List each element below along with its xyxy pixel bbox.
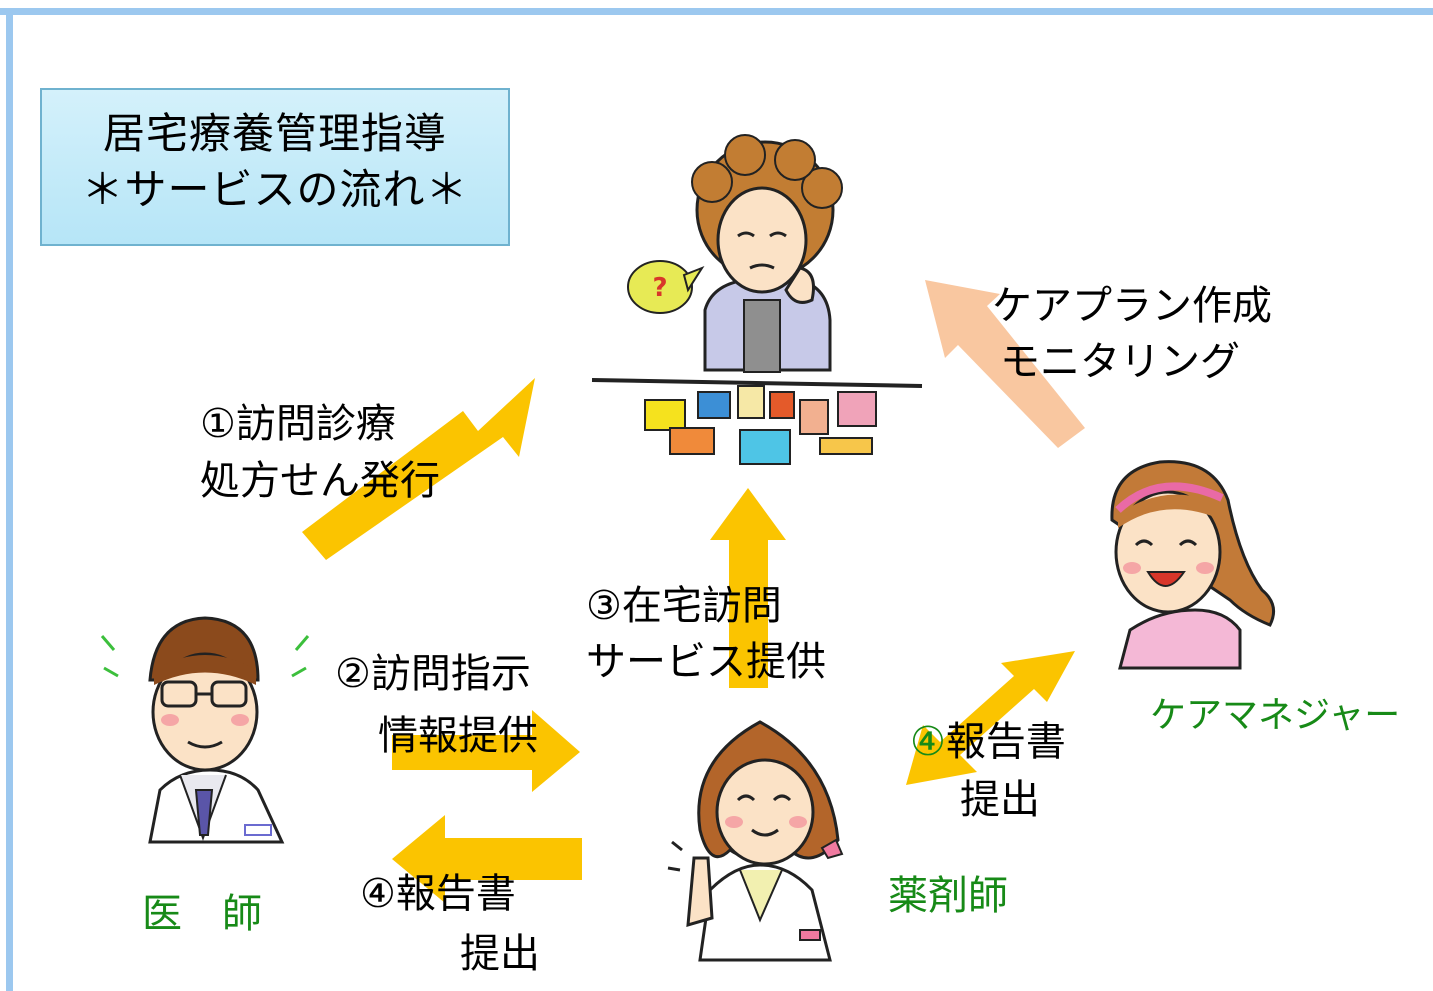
step4-caremanager-text: 報告書 bbox=[945, 719, 1066, 765]
doctor-illustration bbox=[100, 616, 310, 844]
step4-doctor-label-line2: 提出 bbox=[460, 931, 540, 977]
step3-label-line1: ③在宅訪問 bbox=[586, 583, 782, 629]
title-line2: ＊サービスの流れ＊ bbox=[81, 165, 469, 214]
step1-label-line2: 処方せん発行 bbox=[200, 458, 440, 504]
frame-left-border bbox=[6, 8, 13, 991]
patient-face bbox=[716, 186, 808, 294]
step2-label-line1: ②訪問指示 bbox=[335, 651, 531, 697]
arrow-careplan bbox=[925, 280, 1085, 448]
question-mark: ? bbox=[652, 273, 667, 303]
frame-top-border bbox=[0, 8, 1433, 15]
pharmacist-illustration bbox=[667, 720, 844, 962]
step4-caremanager-label-line2: 提出 bbox=[960, 777, 1040, 823]
title-line1: 居宅療養管理指導 bbox=[102, 109, 447, 158]
arrow-step3 bbox=[710, 488, 786, 688]
arrow-step4-doctor bbox=[392, 815, 582, 903]
step4-doctor-label-line1: ④報告書 bbox=[360, 871, 516, 917]
step1-label-line1: ①訪問診療 bbox=[200, 401, 396, 447]
role-pharmacist: 薬剤師 bbox=[888, 873, 1008, 919]
careplan-label-line1: ケアプラン作成 bbox=[992, 283, 1272, 329]
table-line bbox=[591, 378, 923, 388]
careplan-label-line2: モニタリング bbox=[1000, 339, 1240, 385]
patient-illustration bbox=[691, 134, 843, 373]
question-bubble bbox=[627, 260, 705, 314]
arrow-step1 bbox=[302, 378, 535, 560]
role-caremanager: ケアマネジャー bbox=[1150, 695, 1401, 736]
role-doctor: 医 師 bbox=[142, 891, 262, 937]
step4-caremanager-number: ④ bbox=[910, 719, 946, 765]
caremanager-illustration bbox=[1110, 460, 1276, 670]
arrow-step4-caremanager bbox=[906, 651, 1075, 785]
title-box: 居宅療養管理指導 ＊サービスの流れ＊ bbox=[40, 88, 510, 246]
pharmacist-face bbox=[715, 758, 815, 866]
step3-label-line2: サービス提供 bbox=[586, 639, 826, 685]
step2-label-line2: 情報提供 bbox=[378, 713, 538, 759]
medicine-boxes bbox=[644, 385, 877, 465]
arrow-step2 bbox=[392, 710, 580, 792]
step4-caremanager-label-line1: ④報告書 bbox=[910, 716, 1066, 768]
caremanager-face bbox=[1114, 490, 1222, 614]
